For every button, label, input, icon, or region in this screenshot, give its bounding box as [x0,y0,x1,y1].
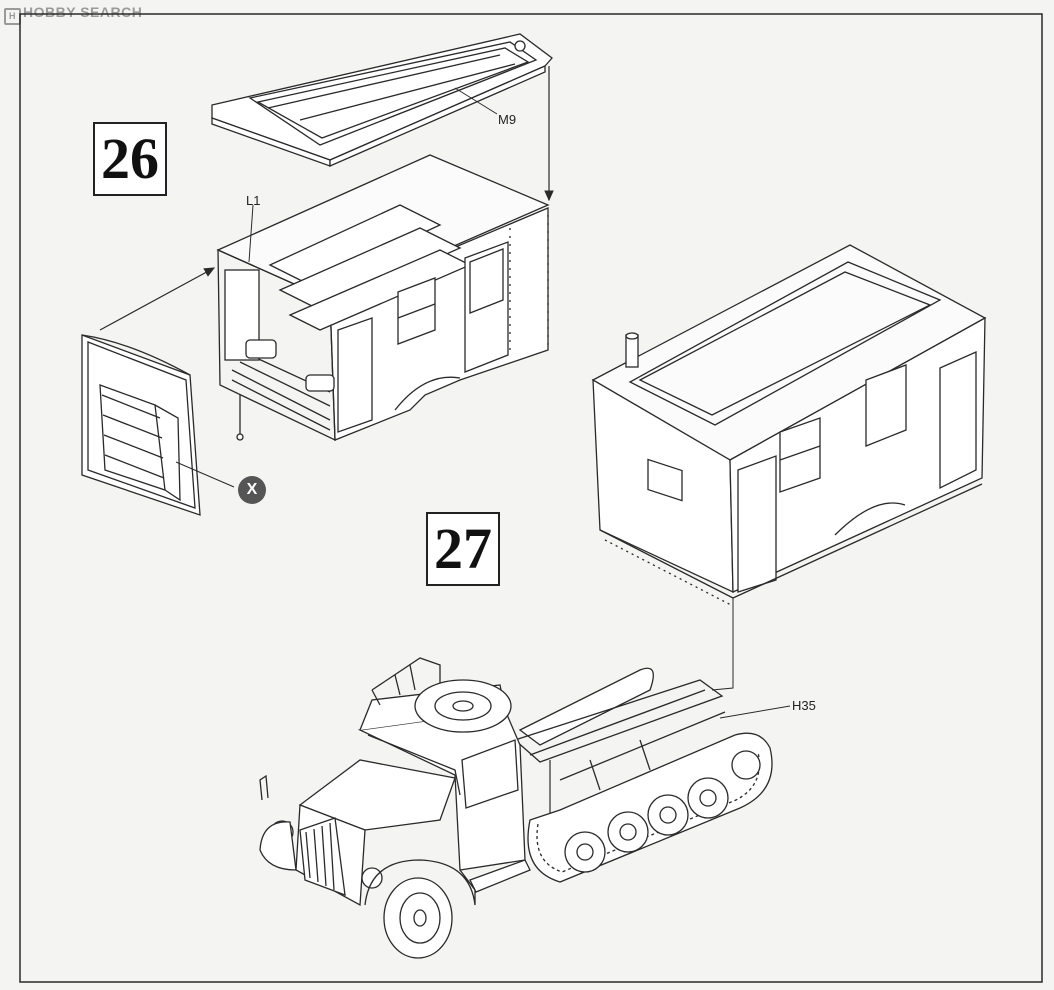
body-shell-assembled [591,244,987,607]
part-label-h35: H35 [792,698,816,713]
part-label-m9: M9 [498,112,517,127]
roof-panel-m9 [211,33,553,167]
part-label-l1: L1 [246,193,261,208]
step-26-number: 26 [93,122,167,196]
half-track-truck [259,657,773,959]
step-27-number: 27 [426,512,500,586]
mount-guide-line [711,598,734,691]
watermark-text: HOBBY SEARCH [23,4,143,20]
page-frame [19,13,1043,983]
rear-panel [81,334,201,516]
body-shell-open [216,154,550,442]
remove-part-marker [238,476,266,504]
arrow-rear-panel-to-body [99,267,216,331]
remove-marker-glyph: X [246,481,258,498]
